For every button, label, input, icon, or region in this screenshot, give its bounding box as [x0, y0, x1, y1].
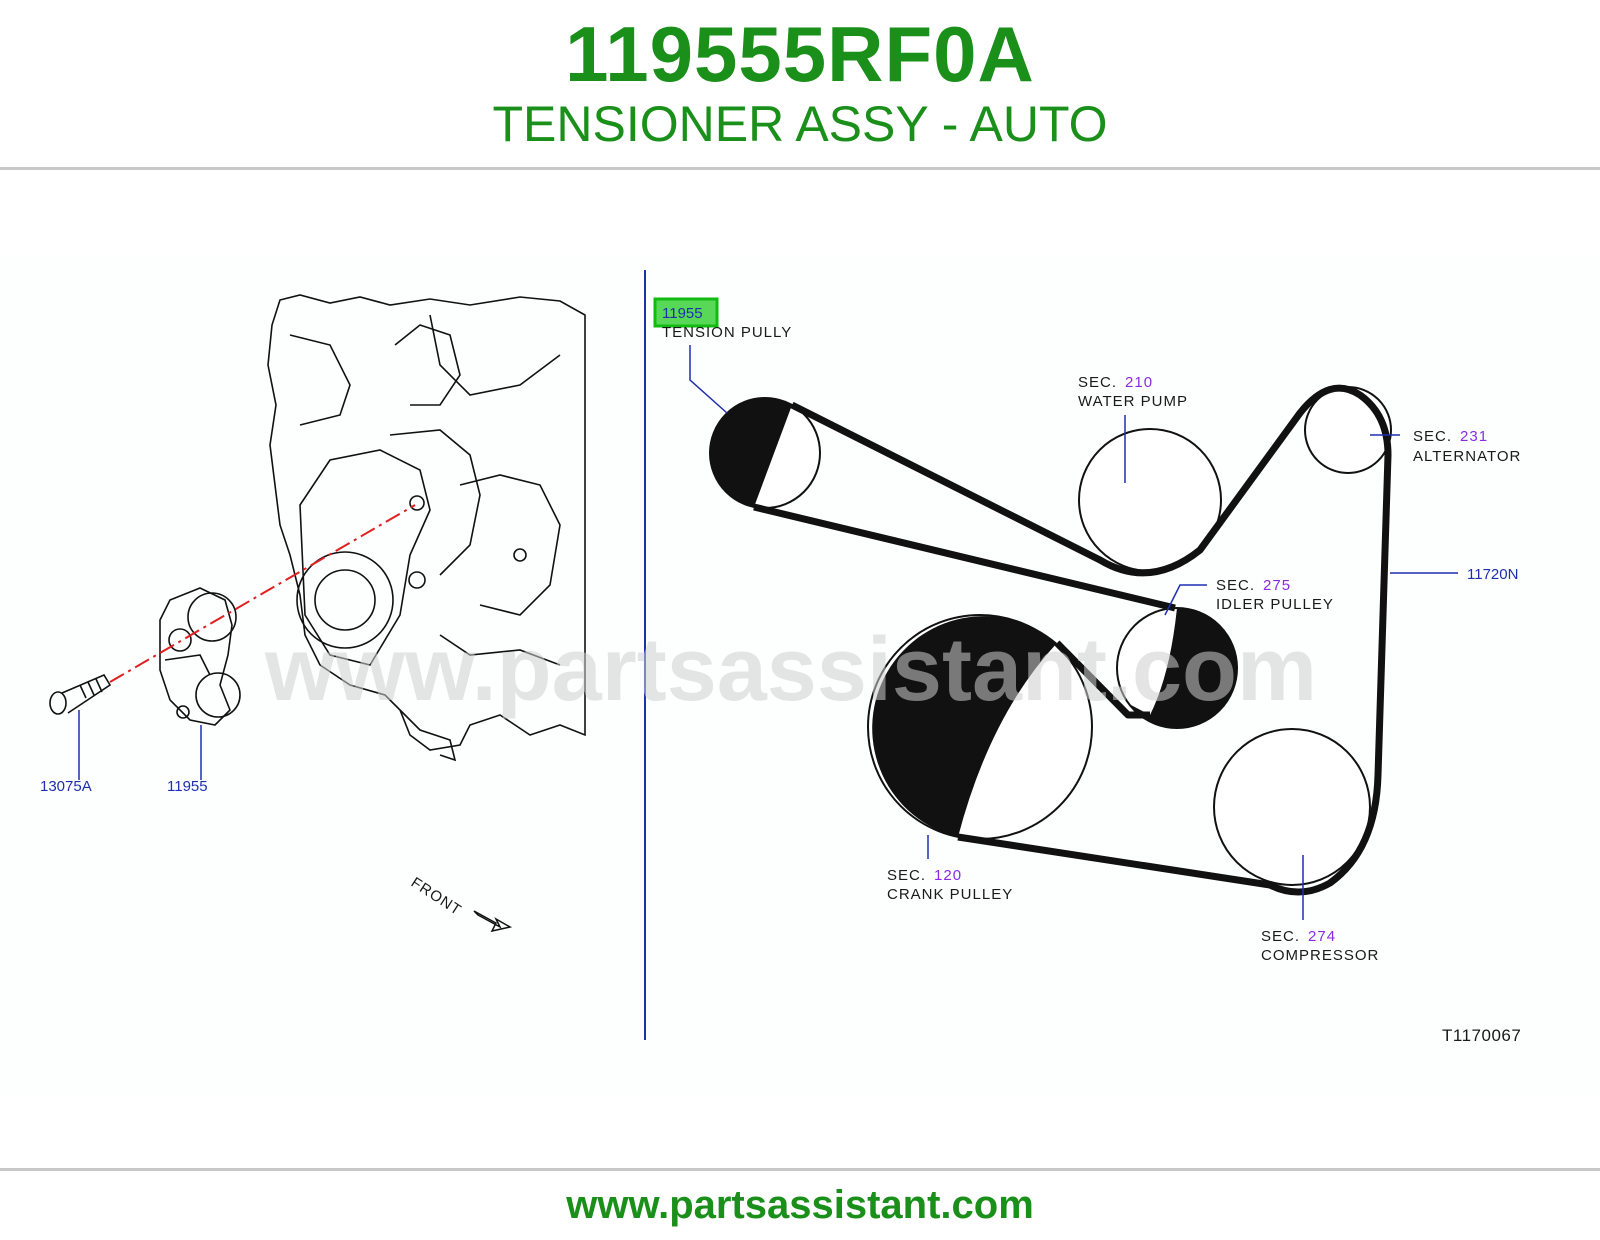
front-label: FRONT [408, 874, 465, 919]
callout-sec-210[interactable]: SEC. 210 WATER PUMP [1078, 374, 1188, 483]
callout-13075a[interactable]: 13075A [40, 710, 92, 795]
belt-ref: 11720N [1467, 566, 1518, 583]
callout-13075a-label: 13075A [40, 778, 92, 795]
callout-sec-275[interactable]: SEC. 275 IDLER PULLEY [1164, 577, 1334, 616]
bolt-illustration [49, 673, 112, 715]
sec-210-number: 210 [1125, 374, 1153, 391]
footer-divider [0, 1168, 1600, 1171]
svg-text:SEC.231: SEC. 231 [1413, 428, 1488, 445]
sec-231-number: 231 [1460, 428, 1488, 445]
sec-275-label: IDLER PULLEY [1216, 596, 1334, 613]
sec-274-number: 274 [1308, 928, 1336, 945]
parts-diagram: 13075A 11955 FRONT www.partsassistant.co… [0, 255, 1600, 1095]
sec-120-label: CRANK PULLEY [887, 886, 1013, 903]
part-number-title: 119555RF0A [565, 10, 1035, 98]
front-arrow-icon [473, 910, 513, 933]
watermark-text: www.partsassistant.com [264, 620, 1317, 720]
sec-274-label: COMPRESSOR [1261, 947, 1379, 964]
callout-sec-120[interactable]: SEC. 120 CRANK PULLEY [887, 835, 1013, 903]
callout-11720n[interactable]: 11720N [1390, 566, 1518, 583]
callout-highlight-box [653, 297, 719, 328]
svg-text:SEC.274: SEC. 274 [1261, 928, 1336, 945]
header-divider [0, 167, 1600, 170]
callout-11955-tension-pulley[interactable]: 11955 TENSION PULLY [653, 297, 792, 414]
engine-block-illustration [267, 294, 586, 762]
sec-275-prefix: SEC. [1216, 577, 1255, 594]
alignment-axis-line [109, 504, 416, 683]
callout-11955-left[interactable]: 11955 [167, 725, 208, 795]
sec-231-label: ALTERNATOR [1413, 448, 1521, 465]
tension-pulley-ref: 11955 [662, 305, 703, 322]
sec-231-prefix: SEC. [1413, 428, 1452, 445]
part-description: TENSIONER ASSY - AUTO [492, 96, 1108, 152]
front-direction-indicator: FRONT [408, 874, 513, 933]
compressor-pulley[interactable] [1213, 728, 1371, 886]
diagram-canvas: 13075A 11955 FRONT www.partsassistant.co… [40, 270, 1521, 1045]
sec-274-prefix: SEC. [1261, 928, 1300, 945]
tension-pulley-label: TENSION PULLY [662, 324, 792, 341]
drive-belt-11720n[interactable] [753, 384, 1392, 896]
callout-sec-231[interactable]: SEC. 231 ALTERNATOR [1370, 428, 1521, 465]
sec-275-number: 275 [1263, 577, 1291, 594]
callout-sec-274[interactable]: SEC. 274 COMPRESSOR [1261, 855, 1379, 964]
tension-pulley-belt-wrap [710, 398, 792, 507]
sec-120-number: 120 [934, 867, 962, 884]
tensioner-assembly-illustration [159, 587, 241, 726]
crank-pulley-belt-wrap [872, 616, 1057, 837]
alternator-pulley[interactable] [1304, 386, 1392, 474]
sec-210-label: WATER PUMP [1078, 393, 1188, 410]
idler-pulley-belt-wrap [1129, 608, 1237, 728]
svg-text:SEC.275: SEC. 275 [1216, 577, 1291, 594]
callout-11955-left-label: 11955 [167, 778, 208, 795]
sec-210-prefix: SEC. [1078, 374, 1117, 391]
drawing-code: T1170067 [1442, 1026, 1521, 1045]
svg-text:SEC.210: SEC. 210 [1078, 374, 1153, 391]
svg-text:SEC.120: SEC. 120 [887, 867, 962, 884]
footer-site-link[interactable]: www.partsassistant.com [566, 1183, 1034, 1227]
sec-120-prefix: SEC. [887, 867, 926, 884]
